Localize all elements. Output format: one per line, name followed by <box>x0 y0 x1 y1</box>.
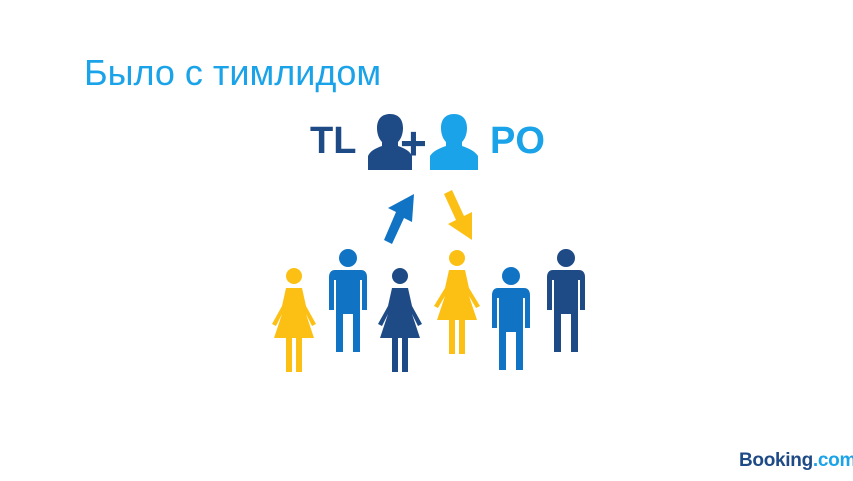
brand-part-1: Booking <box>739 450 813 471</box>
woman-icon <box>378 268 422 372</box>
plus-sign: + <box>400 117 427 169</box>
arrow-up-right-icon <box>384 194 414 244</box>
po-label: PO <box>490 120 545 162</box>
tl-label: TL <box>310 120 357 162</box>
po-user-icon <box>430 114 478 170</box>
tl-user-icon <box>368 114 412 170</box>
booking-logo: Booking.com <box>739 450 853 472</box>
brand-part-2: .com <box>812 450 853 471</box>
arrow-down-right-icon <box>444 190 472 240</box>
man-icon <box>492 267 530 370</box>
man-icon <box>547 249 585 352</box>
page-title: Было с тимлидом <box>84 52 382 93</box>
woman-icon <box>434 250 480 354</box>
woman-icon <box>272 268 316 372</box>
man-icon <box>329 249 367 352</box>
